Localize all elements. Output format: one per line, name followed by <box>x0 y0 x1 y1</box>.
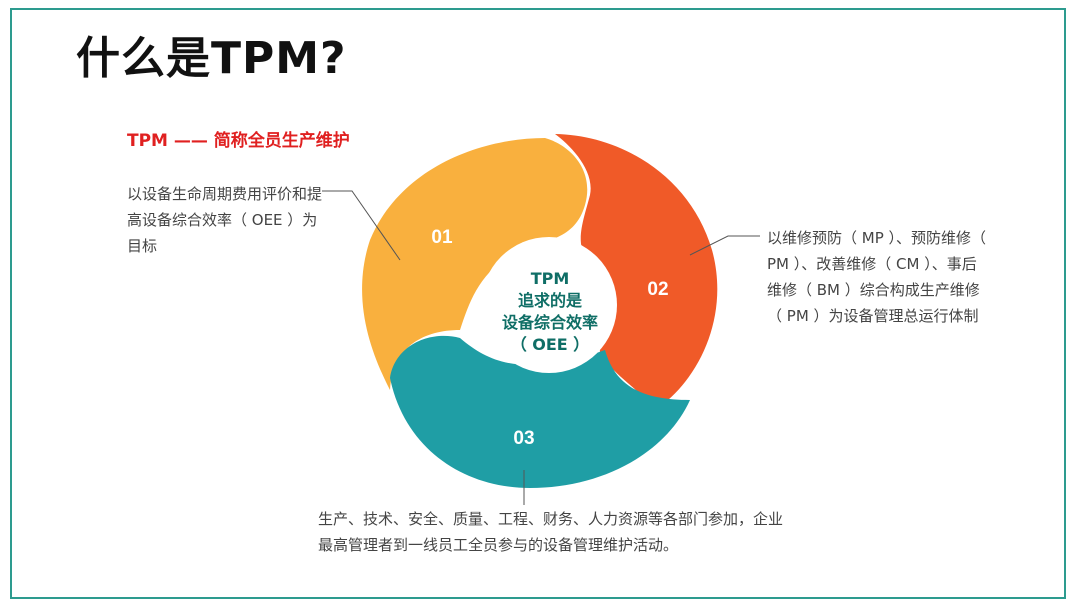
leader-line-01 <box>322 190 401 261</box>
center-line-2: 追求的是 <box>517 291 582 310</box>
center-label: TPM 追求的是 设备综合效率 （ OEE ） <box>475 268 625 356</box>
segment-01 <box>362 138 588 390</box>
center-line-4: （ OEE ） <box>510 335 590 354</box>
center-line-3: 设备综合效率 <box>501 313 598 332</box>
segment-number-02: 02 <box>647 279 668 300</box>
slide-frame <box>10 8 1066 599</box>
description-02: 以维修预防（ MP ）、预防维修（ PM ）、改善维修（ CM ）、事后维修（ … <box>767 229 987 325</box>
description-01: 以设备生命周期费用评价和提高设备综合效率（ OEE ）为目标 <box>127 185 323 255</box>
segment-number-03: 03 <box>513 428 534 449</box>
segment-number-01: 01 <box>431 227 453 248</box>
subtitle: TPM —— 简称全员生产维护 <box>127 131 350 151</box>
page-title: 什么是TPM? <box>76 33 347 84</box>
description-03: 生产、技术、安全、质量、工程、财务、人力资源等各部门参加，企业最高管理者到一线员… <box>318 510 784 554</box>
segment-02 <box>555 134 718 410</box>
segment-03 <box>390 335 690 488</box>
center-circle <box>481 237 617 373</box>
center-line-1: TPM <box>530 269 570 288</box>
leader-line-02 <box>689 235 760 256</box>
